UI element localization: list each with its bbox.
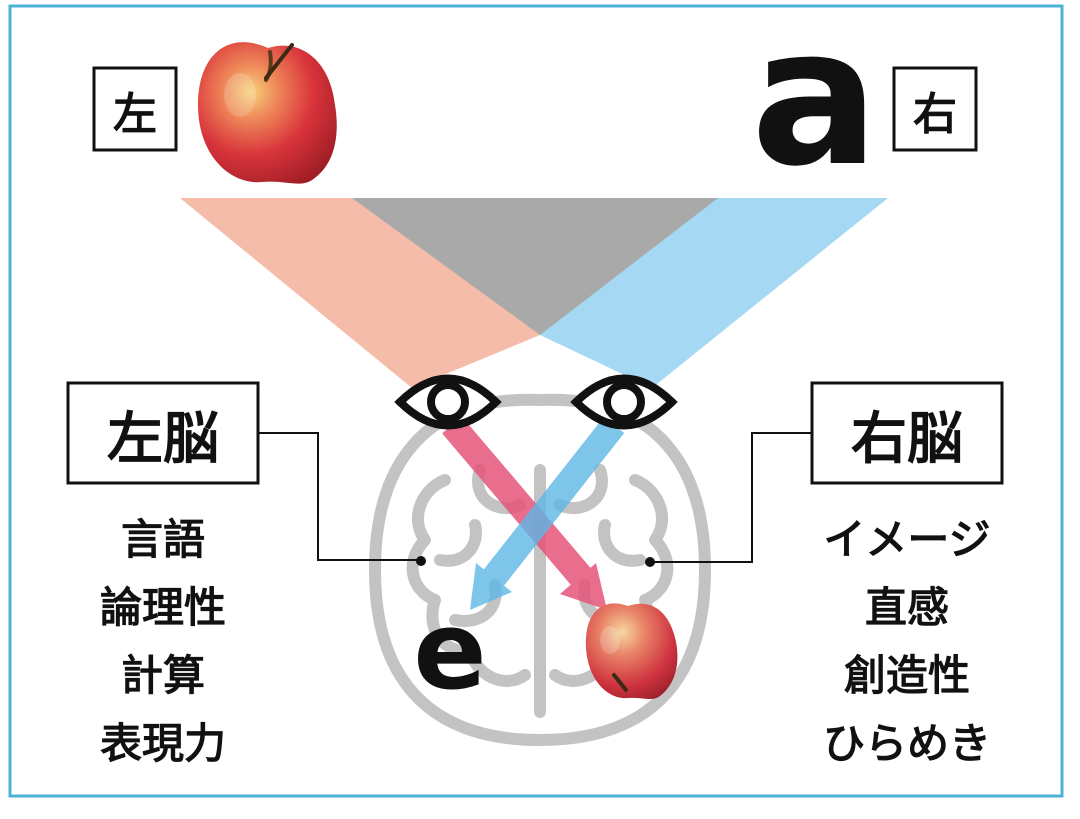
right-brain-trait: 直感 — [865, 583, 949, 632]
left-to-right-arrow — [442, 416, 607, 610]
left-brain-traits: 言語 論理性 計算 表現力 — [100, 515, 226, 768]
right-brain-trait: イメージ — [823, 515, 990, 564]
left-brain-connector-dot — [416, 556, 426, 566]
right-letter-a: a — [751, 0, 879, 208]
left-brain-title-box — [66, 381, 260, 485]
right-label-box — [892, 66, 978, 152]
left-brain-trait: 論理性 — [100, 583, 226, 632]
brain-apple-icon — [585, 603, 678, 700]
left-label: 左 — [113, 89, 157, 140]
vision-beams — [180, 198, 888, 388]
right-brain-connector — [650, 432, 812, 563]
left-brain-trait: 言語 — [121, 515, 205, 564]
right-brain-trait: 創造性 — [844, 651, 970, 700]
left-brain-trait: 表現力 — [100, 719, 226, 768]
optic-crossing-arrows — [442, 416, 625, 610]
brain-letter-e: e — [413, 589, 486, 714]
right-brain-connector-dot — [645, 557, 655, 567]
center-overlap-beam — [352, 198, 718, 335]
right-label: 右 — [913, 89, 957, 140]
left-label-box — [92, 66, 178, 152]
right-brain-trait: ひらめき — [823, 719, 991, 768]
right-to-left-arrow — [470, 416, 625, 610]
right-brain-title: 右脳 — [851, 407, 963, 472]
left-brain-trait: 計算 — [121, 651, 205, 700]
left-eye-icon — [394, 374, 502, 430]
right-brain-title-box — [810, 381, 1004, 485]
right-brain-traits: イメージ 直感 創造性 ひらめき — [823, 515, 991, 768]
apple-icon — [198, 42, 337, 184]
left-brain-connector — [258, 432, 421, 561]
left-brain-title: 左脳 — [107, 407, 219, 472]
right-eye-icon — [570, 374, 678, 430]
